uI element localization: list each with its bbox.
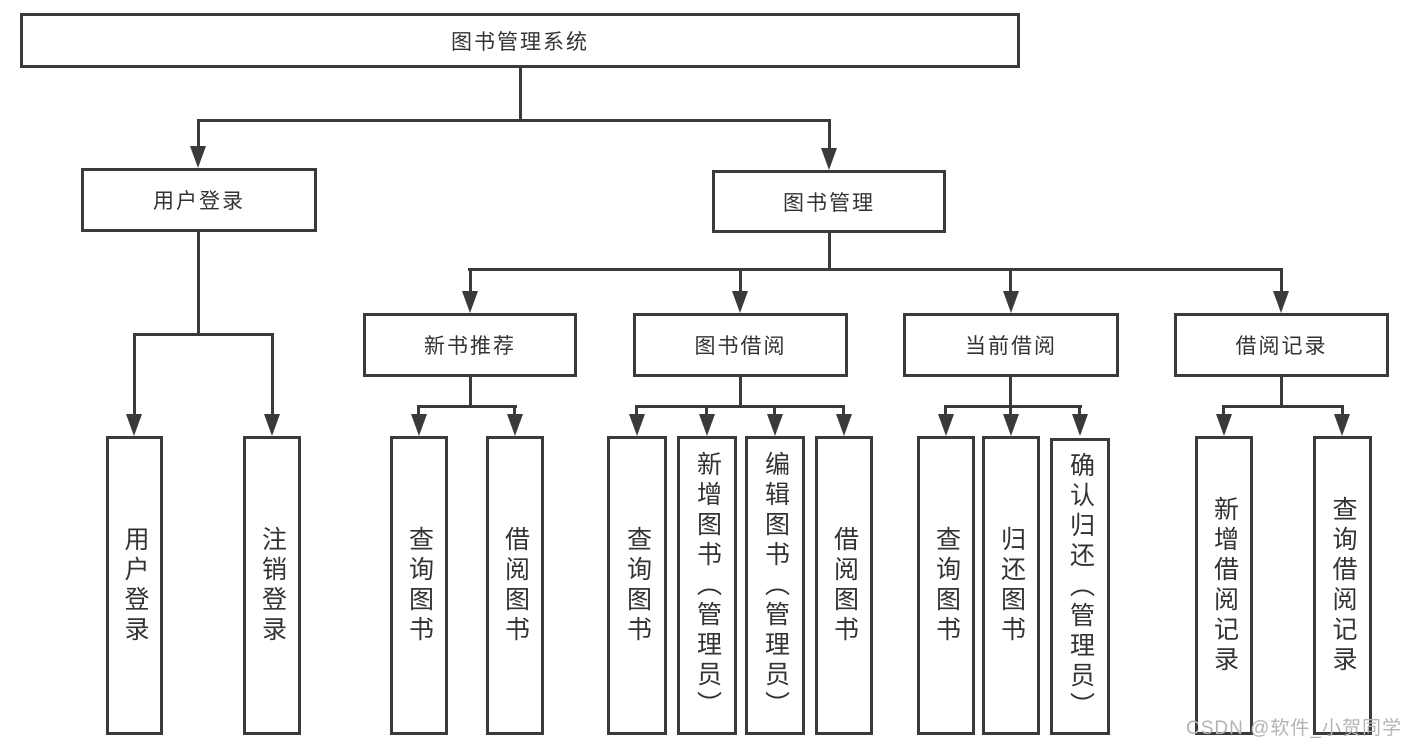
leaf-label: 归还图书 <box>997 525 1026 646</box>
arrowhead-down <box>836 414 852 436</box>
connector-stub <box>1341 407 1344 416</box>
arrowhead-down <box>190 146 206 168</box>
node-book-management: 图书管理 <box>712 170 946 233</box>
connector-stub <box>1280 270 1283 293</box>
arrowhead-down <box>938 414 954 436</box>
leaf-label: 借阅图书 <box>501 525 530 646</box>
connector-borrow-records-vertical <box>1280 377 1283 407</box>
node-label: 图书管理系统 <box>451 30 589 54</box>
connector-stub <box>1009 407 1012 416</box>
leaf-label: 注销登录 <box>258 525 287 646</box>
connector-root-vertical <box>519 68 522 121</box>
node-borrowing-records: 借阅记录 <box>1174 313 1389 377</box>
connector-stub <box>828 121 831 150</box>
leaf-current-borrow-query-books: 查询图书 <box>917 436 975 735</box>
connector-stub <box>944 407 947 416</box>
connector-stub <box>513 407 516 416</box>
arrowhead-down <box>1072 414 1088 436</box>
arrowhead-down <box>1334 414 1350 436</box>
leaf-label: 查询图书 <box>623 525 652 646</box>
leaf-new-book-query-books: 查询图书 <box>390 436 448 735</box>
leaf-current-borrow-return-books: 归还图书 <box>982 436 1040 735</box>
connector-current-borrow-horizontal <box>944 405 1082 408</box>
leaf-label: 查询图书 <box>932 525 961 646</box>
leaf-label: 新增图书（管理员） <box>693 450 722 721</box>
leaf-label: 新增借阅记录 <box>1210 495 1239 676</box>
leaf-book-borrow-query-books: 查询图书 <box>607 436 667 735</box>
arrowhead-down <box>507 414 523 436</box>
connector-stub <box>635 407 638 416</box>
leaf-borrow-records-add-record: 新增借阅记录 <box>1195 436 1253 735</box>
node-label: 用户登录 <box>153 190 245 213</box>
node-book-borrowing: 图书借阅 <box>633 313 848 377</box>
connector-user-login-vertical <box>197 232 200 335</box>
leaf-borrow-records-query-record: 查询借阅记录 <box>1313 436 1372 735</box>
connector-stub <box>271 335 274 415</box>
leaf-label: 用户登录 <box>121 525 149 646</box>
connector-stub <box>469 270 472 293</box>
arrowhead-down <box>1003 291 1019 313</box>
leaf-current-borrow-confirm-return-admin: 确认归还（管理员） <box>1050 438 1110 735</box>
node-label: 图书借阅 <box>694 335 787 358</box>
connector-new-book-vertical <box>469 377 472 407</box>
connector-stub <box>197 121 200 148</box>
connector-book-mgmt-horizontal <box>468 268 1283 271</box>
connector-stub <box>1222 407 1225 416</box>
leaf-label: 借阅图书 <box>830 525 859 646</box>
arrowhead-down <box>767 414 783 436</box>
connector-stub <box>1078 407 1081 416</box>
connector-stub <box>773 407 776 416</box>
csdn-watermark: CSDN @软件_小贺同学 <box>1186 718 1402 739</box>
arrowhead-down <box>264 414 280 436</box>
connector-stub <box>417 407 420 416</box>
leaf-book-borrow-borrow-books: 借阅图书 <box>815 436 873 735</box>
node-label: 借阅记录 <box>1235 335 1328 358</box>
arrowhead-down <box>411 414 427 436</box>
connector-book-borrow-horizontal <box>635 405 845 408</box>
leaf-logout: 注销登录 <box>243 436 301 735</box>
arrowhead-down <box>1003 414 1019 436</box>
node-new-book-recommendation: 新书推荐 <box>363 313 577 377</box>
leaf-book-borrow-add-books-admin: 新增图书（管理员） <box>677 436 737 735</box>
node-label: 新书推荐 <box>424 335 516 358</box>
leaf-user-login: 用户登录 <box>106 436 163 735</box>
connector-book-mgmt-vertical <box>828 233 831 271</box>
leaf-label: 确认归还（管理员） <box>1066 451 1095 722</box>
connector-borrow-records-horizontal <box>1222 405 1344 408</box>
arrowhead-down <box>1216 414 1232 436</box>
arrowhead-down <box>629 414 645 436</box>
leaf-new-book-borrow-books: 借阅图书 <box>486 436 544 735</box>
connector-stub <box>842 407 845 416</box>
connector-stub <box>705 407 708 416</box>
node-library-management-system: 图书管理系统 <box>20 13 1020 68</box>
arrowhead-down <box>699 414 715 436</box>
connector-stub <box>1009 270 1012 293</box>
connector-book-borrow-vertical <box>739 377 742 407</box>
connector-stub <box>133 335 136 415</box>
node-user-login: 用户登录 <box>81 168 317 232</box>
connector-current-borrow-vertical <box>1009 377 1012 407</box>
arrowhead-down <box>732 291 748 313</box>
arrowhead-down <box>126 414 142 436</box>
connector-new-book-horizontal <box>417 405 517 408</box>
arrowhead-down <box>1273 291 1289 313</box>
leaf-book-borrow-edit-books-admin: 编辑图书（管理员） <box>745 436 805 735</box>
node-current-borrowing: 当前借阅 <box>903 313 1119 377</box>
connector-user-login-horizontal <box>133 333 274 336</box>
leaf-label: 查询图书 <box>405 525 434 646</box>
leaf-label: 编辑图书（管理员） <box>761 450 790 721</box>
arrowhead-down <box>462 291 478 313</box>
node-label: 当前借阅 <box>965 335 1057 358</box>
node-label: 图书管理 <box>783 191 875 215</box>
connector-stub <box>739 270 742 293</box>
leaf-label: 查询借阅记录 <box>1329 495 1357 676</box>
arrowhead-down <box>821 148 837 170</box>
connector-root-horizontal <box>197 119 831 122</box>
